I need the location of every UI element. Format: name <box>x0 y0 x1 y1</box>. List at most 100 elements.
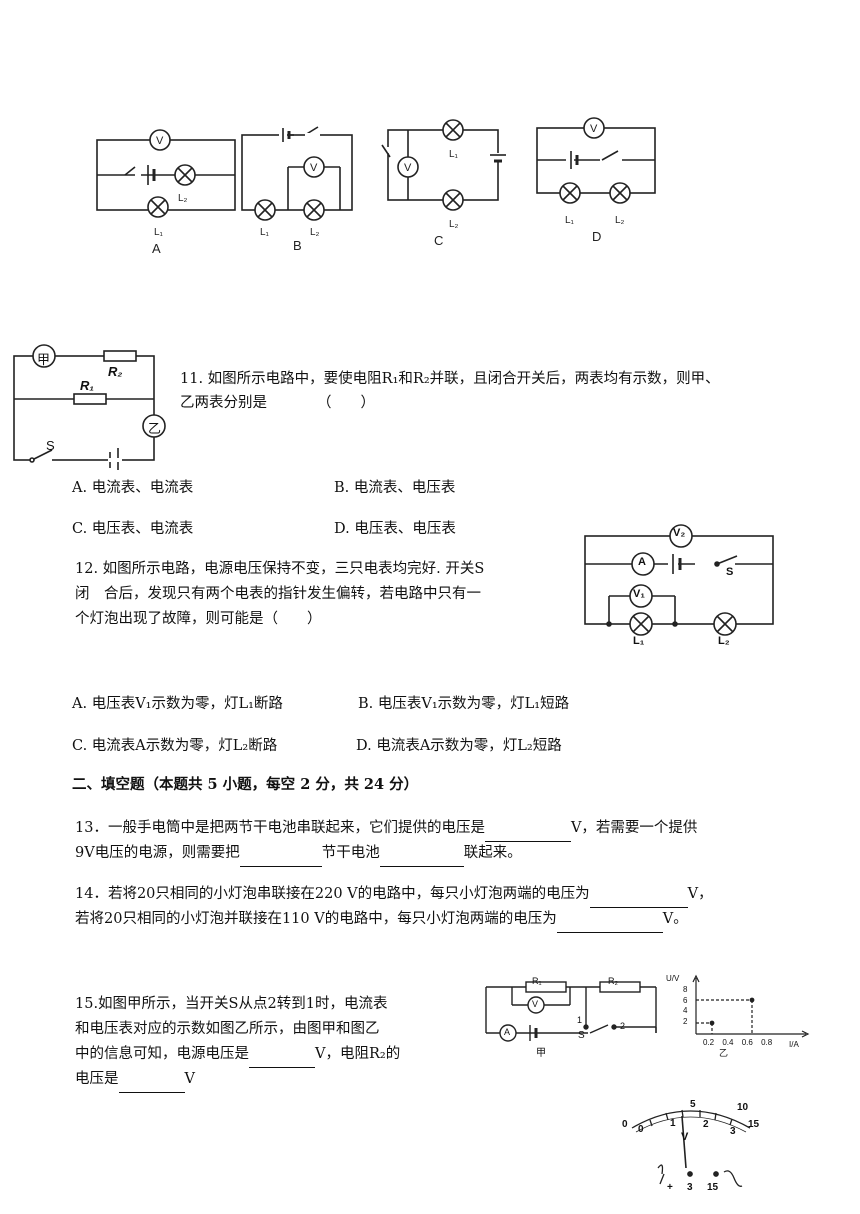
q15-text-4b: V <box>184 1071 195 1087</box>
q13-blank-2[interactable] <box>239 840 322 867</box>
figure-b-caption: B <box>293 238 302 253</box>
q11-option-d: D. 电压表、电压表 <box>334 521 456 537</box>
dial-top-tick-15: 15 <box>748 1119 760 1130</box>
q15-text-4a: 电压是 <box>75 1071 119 1087</box>
q15-blank-1[interactable] <box>249 1041 315 1068</box>
dial-terminal-plus: + <box>667 1182 673 1193</box>
q15-line4: 电压是 V <box>75 1066 195 1093</box>
figure-b-l2-label: L₂ <box>310 227 320 238</box>
q15-jia-r2: R₂ <box>608 976 618 986</box>
section-heading: 二、填空题（本题共 5 小题，每空 2 分，共 24 分） <box>72 776 419 793</box>
circuit-figure-b <box>241 126 353 221</box>
q15-circuit-jia <box>485 981 657 1042</box>
q15-graph-yi <box>692 974 810 1038</box>
q15-jia-p2: 2 <box>620 1021 626 1031</box>
q12-switch-label: S <box>726 566 734 578</box>
figure-a-l2-label: L₂ <box>178 193 188 204</box>
q15-text-3a: 中的信息可知，电源电压是 <box>75 1046 249 1062</box>
q14-text-2: V， <box>687 886 713 902</box>
q12-option-b: B. 电压表V₁示数为零，灯L₁短路 <box>358 696 570 712</box>
q13-text-2: V，若需要一个提供 <box>570 820 698 836</box>
q12-option-d: D. 电流表A示数为零，灯L₂短路 <box>356 738 562 754</box>
q11-meter2-label: 乙 <box>148 422 162 437</box>
q15-graph-xtick: 0.6 <box>741 1038 753 1047</box>
q15-graph-xtick: 0.8 <box>761 1038 773 1047</box>
q11-option-c: C. 电压表、电流表 <box>72 521 194 537</box>
q15-text-3b: V，电阻R₂的 <box>315 1046 401 1062</box>
q11-r1-label: R₁ <box>80 378 94 393</box>
dial-unit: V <box>681 1131 689 1143</box>
dial-bottom-tick-3: 3 <box>730 1126 736 1137</box>
dial-top-tick-10: 10 <box>737 1102 749 1113</box>
q15-graph-ytick: 4 <box>683 1006 688 1015</box>
q13-text-1: 13．一般手电筒中是把两节干电池串联起来，它们提供的电压是 <box>75 820 485 836</box>
q13-line1: 13．一般手电筒中是把两节干电池串联起来，它们提供的电压是 V，若需要一个提供 <box>75 815 697 842</box>
q11-option-b: B. 电流表、电压表 <box>334 480 456 496</box>
figure-c-meter-label: V <box>404 162 412 174</box>
dial-top-tick-0: 0 <box>622 1119 628 1130</box>
q15-graph-ytick: 6 <box>683 995 688 1005</box>
q15-jia-a: A <box>504 1027 511 1037</box>
q15-jia-caption: 甲 <box>536 1048 546 1059</box>
q15-graph-ytick: 8 <box>683 985 688 994</box>
q11-circuit-figure <box>13 344 166 470</box>
q11-line2: 乙两表分别是 （ ） <box>180 390 375 416</box>
voltmeter-icon <box>149 129 171 151</box>
figure-c-l1-label: L₁ <box>449 149 459 160</box>
q15-graph-ytick: 2 <box>683 1016 688 1026</box>
figure-a-l1-label: L₁ <box>154 227 164 238</box>
voltmeter-dial <box>631 1109 751 1187</box>
q15-jia-s: S <box>578 1030 585 1041</box>
q12-line1: 12. 如图所示电路，电源电压保持不变，三只电表均完好. 开关S <box>75 561 485 577</box>
q14-line1: 14．若将20只相同的小灯泡串联接在220 V的电路中，每只小灯泡两端的电压为 … <box>75 881 713 908</box>
q11-r2-label: R₂ <box>108 364 123 379</box>
circuit-figure-a <box>96 129 236 218</box>
top-circuit-figures: V L₁ L₂ A V L₁ L₂ B V <box>96 117 656 256</box>
q15-graph-xtick: 0.4 <box>722 1038 734 1047</box>
circuit-figure-d <box>536 117 656 204</box>
dial-bottom-tick-0: 0 <box>638 1124 644 1135</box>
dial-top-tick-5: 5 <box>690 1099 696 1110</box>
q11-line2-text: 乙两表分别是 <box>180 395 267 411</box>
figure-d-meter-label: V <box>590 123 598 135</box>
q12-l2-label: L₂ <box>718 635 730 647</box>
q13-blank-1[interactable] <box>484 815 571 842</box>
q13-text-4: 节干电池 <box>321 845 380 861</box>
q11-answer-bracket: （ ） <box>317 395 375 411</box>
q11-switch-label: S <box>46 438 55 453</box>
circuit-figure-c <box>381 119 506 211</box>
q15-line2: 和电压表对应的示数如图乙所示，由图甲和图乙 <box>75 1021 380 1037</box>
figure-d-l1-label: L₁ <box>565 215 575 226</box>
q12-line2: 闭 合后，发现只有两个电表的指针发生偏转，若电路中只有一 <box>75 586 481 602</box>
figure-c-caption: C <box>434 233 443 248</box>
dial-terminal-3: 3 <box>687 1182 693 1193</box>
figure-a-caption: A <box>152 241 161 256</box>
q15-graph-yticks: 8 6 4 2 <box>683 985 687 1027</box>
figure-c-l2-label: L₂ <box>449 219 459 230</box>
q15-graph-xtick: 0.2 <box>703 1038 715 1047</box>
q12-option-c: C. 电流表A示数为零，灯L₂断路 <box>72 738 278 754</box>
q12-circuit-figure <box>584 524 774 636</box>
q15-blank-2[interactable] <box>118 1066 185 1093</box>
dial-bottom-tick-2: 2 <box>703 1119 709 1130</box>
q15-line3: 中的信息可知，电源电压是 V，电阻R₂的 <box>75 1041 400 1068</box>
q15-jia-p1: 1 <box>577 1015 583 1025</box>
q12-v1-label: V₁ <box>633 588 645 600</box>
q12-option-a: A. 电压表V₁示数为零，灯L₁断路 <box>72 696 283 712</box>
q15-graph-xlabel: I/A <box>789 1040 799 1049</box>
q14-text-1: 14．若将20只相同的小灯泡串联接在220 V的电路中，每只小灯泡两端的电压为 <box>75 886 590 902</box>
figure-b-meter-label: V <box>310 162 318 174</box>
dial-bottom-tick-1: 1 <box>670 1118 676 1129</box>
q15-jia-r1: R₁ <box>532 976 542 986</box>
q14-text-3: 若将20只相同的小灯泡并联接在110 V的电路中，每只小灯泡两端的电压为 <box>75 911 557 927</box>
q11-option-a: A. 电流表、电流表 <box>72 480 194 496</box>
q13-blank-3[interactable] <box>379 840 464 867</box>
q14-blank-1[interactable] <box>589 881 688 908</box>
q15-line1: 15.如图甲所示，当开关S从点2转到1时，电流表 <box>75 996 388 1012</box>
q13-text-3: 9V电压的电源，则需要把 <box>75 845 240 861</box>
figure-a-meter-label: V <box>156 135 164 147</box>
q15-graph-ylabel: U/V <box>666 974 680 983</box>
dial-terminal-15: 15 <box>707 1182 719 1193</box>
q14-blank-2[interactable] <box>556 906 663 933</box>
q15-graph-caption: 乙 <box>719 1049 729 1059</box>
